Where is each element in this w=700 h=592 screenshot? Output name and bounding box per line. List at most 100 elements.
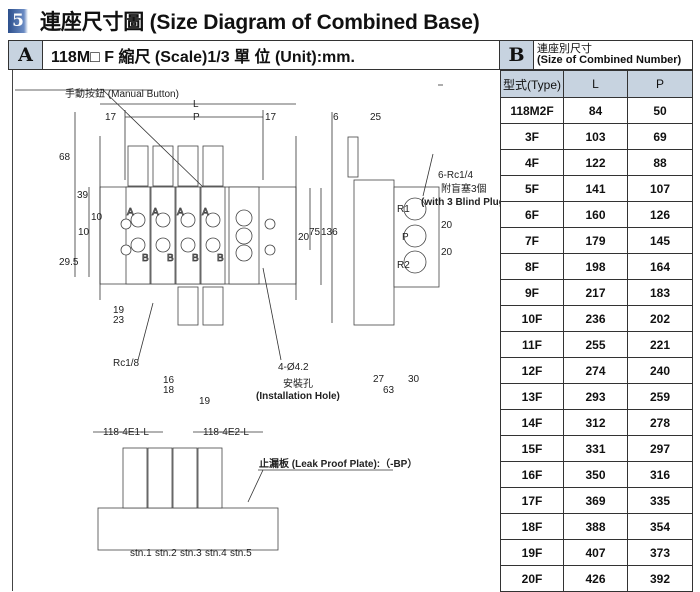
cell-type: 10F <box>500 305 564 332</box>
header-type: 型式(Type) <box>500 70 564 98</box>
blind-plugs-en: (with 3 Blind Plugs) <box>421 197 500 208</box>
cell-l: 160 <box>563 201 628 228</box>
dim-19-b: 19 <box>199 396 211 407</box>
header-p: P <box>627 70 693 98</box>
panel-a-title: 118M□ F 縮尺 (Scale)1/3 單 位 (Unit):mm. <box>51 49 355 66</box>
station-4: stn.4 <box>205 548 227 559</box>
side-view: 6 25 6-Rc1/4 附盲塞3個 (with 3 Blind Plugs) … <box>333 84 500 396</box>
side-dim-27: 27 <box>373 374 385 385</box>
dim-68: 68 <box>59 152 71 163</box>
cell-p: 240 <box>627 357 693 384</box>
panel-a-label: A <box>9 41 43 69</box>
cell-type: 13F <box>500 383 564 410</box>
panel-divider <box>12 70 13 591</box>
station-1: stn.1 <box>130 548 152 559</box>
port-b-label: B <box>217 253 224 264</box>
station-3: stn.3 <box>180 548 202 559</box>
cell-type: 8F <box>500 253 564 280</box>
panel-b-label: B <box>500 41 534 69</box>
station-view: 118-4E1-L 118-4E2-L 止漏板 (Leak Proof Plat… <box>93 427 417 559</box>
cell-l: 331 <box>563 435 628 462</box>
dim-p: P <box>193 112 200 123</box>
panel-b-title-en: (Size of Combined Number) <box>537 54 682 66</box>
cell-type: 18F <box>500 513 564 540</box>
cell-p: 259 <box>627 383 693 410</box>
cell-type: 12F <box>500 357 564 384</box>
cell-l: 350 <box>563 461 628 488</box>
leak-proof-plate-label: 止漏板 (Leak Proof Plate):（-BP） <box>259 457 417 470</box>
cell-type: 17F <box>500 487 564 514</box>
cell-l: 426 <box>563 565 628 592</box>
station-5: stn.5 <box>230 548 252 559</box>
cell-type: 118M2F <box>500 97 564 124</box>
cell-p: 145 <box>627 227 693 254</box>
cell-p: 88 <box>627 149 693 176</box>
dim-l: L <box>193 99 199 110</box>
cell-type: 14F <box>500 409 564 436</box>
cell-type: 4F <box>500 149 564 176</box>
dim-29-5: 29.5 <box>59 257 79 268</box>
cell-type: 11F <box>500 331 564 358</box>
side-dim-20-b: 20 <box>441 247 453 258</box>
cell-p: 202 <box>627 305 693 332</box>
cell-type: 9F <box>500 279 564 306</box>
station-2: stn.2 <box>155 548 177 559</box>
cell-p: 278 <box>627 409 693 436</box>
table-header-row: 型式(Type) L P <box>500 70 693 98</box>
cell-p: 354 <box>627 513 693 540</box>
dim-18: 18 <box>163 385 175 396</box>
port-p: P <box>402 232 409 243</box>
cell-l: 236 <box>563 305 628 332</box>
cell-l: 388 <box>563 513 628 540</box>
side-dim-30: 30 <box>408 374 420 385</box>
port-r2: R2 <box>397 260 410 271</box>
cell-p: 107 <box>627 175 693 202</box>
panel-b-header: B 連座別尺寸(Size of Combined Number) <box>500 40 693 70</box>
cell-l: 198 <box>563 253 628 280</box>
port-b-label: B <box>167 253 174 264</box>
model-e2-label: 118-4E2-L <box>203 427 249 438</box>
panel-a-header: A 118M□ F 縮尺 (Scale)1/3 單 位 (Unit):mm. <box>8 40 500 70</box>
cell-type: 15F <box>500 435 564 462</box>
cell-l: 141 <box>563 175 628 202</box>
cell-p: 297 <box>627 435 693 462</box>
hole-label-zh: 安裝孔 <box>283 377 313 390</box>
cell-type: 19F <box>500 539 564 566</box>
cell-p: 69 <box>627 123 693 150</box>
port-a-label: A <box>202 207 209 218</box>
dim-10-a: 10 <box>91 212 103 223</box>
dim-23: 23 <box>113 315 125 326</box>
cell-l: 122 <box>563 149 628 176</box>
cell-l: 274 <box>563 357 628 384</box>
cell-l: 217 <box>563 279 628 306</box>
cell-l: 179 <box>563 227 628 254</box>
side-dim-25: 25 <box>370 112 382 123</box>
dim-20: 20 <box>298 232 310 243</box>
dim-19: 19 <box>113 305 125 316</box>
port-a-label: A <box>152 207 159 218</box>
manual-button-label: 手動按鈕 (Manual Button) <box>65 87 179 100</box>
cell-p: 392 <box>627 565 693 592</box>
panel-b-title: 連座別尺寸(Size of Combined Number) <box>534 41 681 69</box>
section-title-text: 連座尺寸圖 (Size Diagram of Combined Base) <box>40 11 480 34</box>
cell-p: 373 <box>627 539 693 566</box>
port-b-label: B <box>142 253 149 264</box>
cell-p: 126 <box>627 201 693 228</box>
dim-75: 75 <box>309 227 321 238</box>
